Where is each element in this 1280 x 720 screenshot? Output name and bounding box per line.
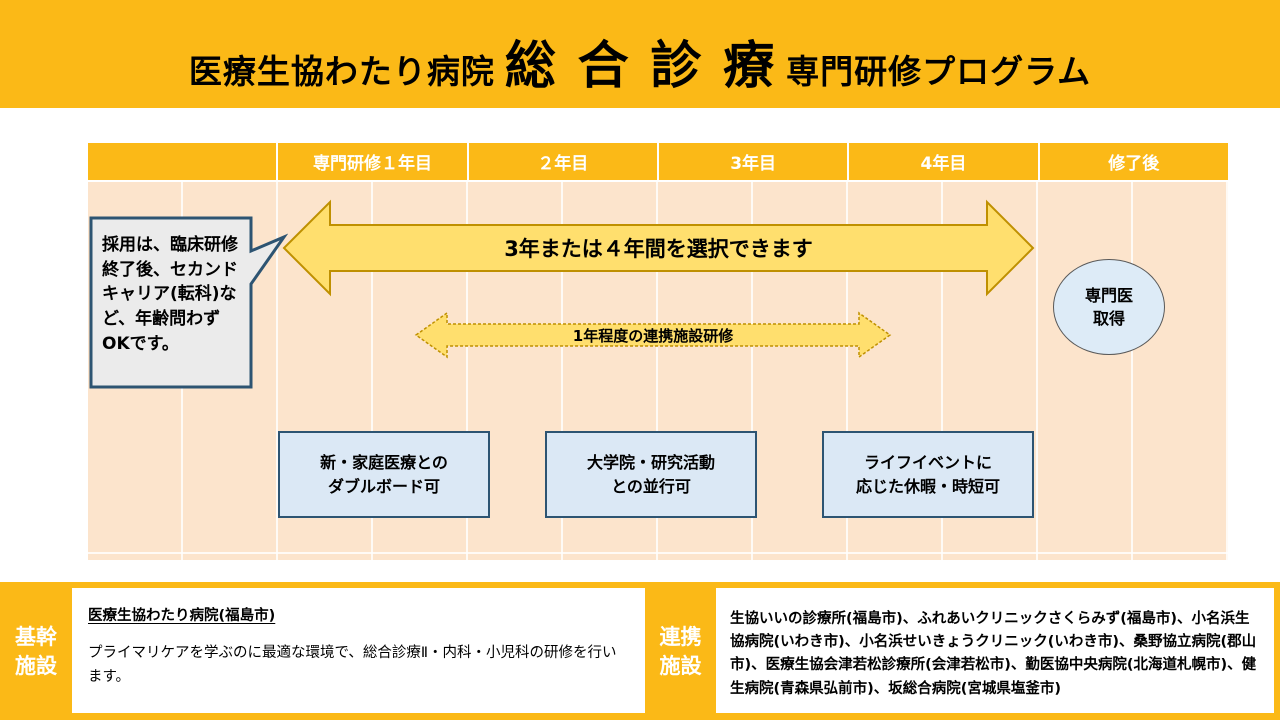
feature-box-graduate-research-line1: 大学院・研究活動: [586, 452, 715, 472]
recruitment-callout: 採用は、臨床研修終了後、セカンドキャリア(転科)など、年齢問わずOKです。: [88, 215, 288, 390]
timeline-header-row: 専門研修１年目 ２年目 3年目 4年目 修了後: [88, 143, 1228, 180]
title-prefix: 医療生協わたり病院: [188, 52, 495, 91]
header-cell-year3: 3年目: [658, 143, 848, 180]
base-facility-label-line2: 施設: [15, 653, 57, 678]
header-cell-year2: ２年目: [468, 143, 657, 180]
partner-facility-label-line2: 施設: [659, 653, 702, 678]
partner-training-arrow: 1年程度の連携施設研修: [413, 310, 893, 360]
duration-arrow-label: 3年または４年間を選択できます: [504, 237, 813, 261]
double-arrow-shape: [282, 199, 1035, 297]
partner-facility-label: 連携 施設: [645, 582, 716, 720]
recruitment-callout-text: 採用は、臨床研修終了後、セカンドキャリア(転科)など、年齢問わずOKです。: [102, 235, 238, 354]
feature-box-graduate-research-line2: との並行可: [611, 476, 691, 496]
title-banner: 医療生協わたり病院 総 合 診 療 専門研修プログラム: [0, 0, 1280, 108]
header-cell-year4: 4年目: [849, 143, 1038, 180]
feature-box-double-board-line2: ダブルボード可: [327, 476, 440, 496]
header-cell-intro: [88, 143, 277, 180]
header-cell-year1: 専門研修１年目: [278, 143, 467, 180]
speech-bubble-shape: [89, 216, 288, 389]
specialist-ellipse-line1: 専門医: [1084, 285, 1133, 305]
partner-training-arrow-label: 1年程度の連携施設研修: [572, 326, 734, 345]
facilities-footer: 基幹 施設 医療生協わたり病院(福島市) プライマリケアを学ぶのに最適な環境で、…: [0, 582, 1280, 720]
title-emphasis: 総 合 診 療: [504, 37, 777, 96]
specialist-ellipse-line2: 取得: [1092, 309, 1125, 328]
feature-box-double-board: 新・家庭医療との ダブルボード可: [278, 431, 490, 518]
dashed-double-arrow-shape: [414, 311, 892, 359]
base-facility-label-line1: 基幹: [15, 623, 57, 649]
partner-facility-box: 生協いいの診療所(福島市)、ふれあいクリニックさくらみず(福島市)、小名浜生協病…: [716, 588, 1274, 713]
partner-facility-label-line1: 連携: [659, 623, 702, 649]
feature-box-life-event-line2: 応じた休暇・時短可: [855, 476, 1000, 496]
base-facility-description: プライマリケアを学ぶのに最適な環境で、総合診療Ⅱ・内科・小児科の研修を行います。: [88, 645, 617, 685]
header-cell-after: 修了後: [1039, 143, 1228, 180]
title-suffix: 専門研修プログラム: [786, 52, 1092, 91]
partner-facility-list: 生協いいの診療所(福島市)、ふれあいクリニックさくらみず(福島市)、小名浜生協病…: [730, 611, 1257, 697]
specialist-certification-ellipse: 専門医 取得: [1053, 259, 1165, 355]
feature-box-life-event: ライフイベントに 応じた休暇・時短可: [822, 431, 1034, 518]
feature-box-graduate-research: 大学院・研究活動 との並行可: [545, 431, 757, 518]
base-facility-box: 医療生協わたり病院(福島市) プライマリケアを学ぶのに最適な環境で、総合診療Ⅱ・…: [72, 588, 645, 713]
feature-box-double-board-line1: 新・家庭医療との: [320, 452, 448, 472]
base-facility-name: 医療生協わたり病院(福島市): [88, 608, 276, 624]
feature-box-life-event-line1: ライフイベントに: [863, 452, 992, 472]
duration-arrow: 3年または４年間を選択できます: [280, 198, 1037, 298]
base-facility-label: 基幹 施設: [0, 582, 72, 720]
